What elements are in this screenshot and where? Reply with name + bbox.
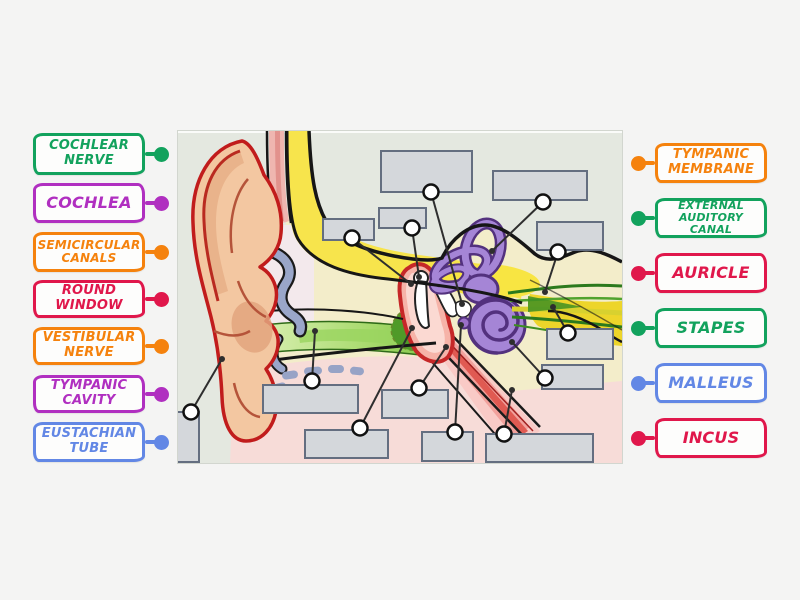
connector-dot xyxy=(630,320,646,336)
connector-dot xyxy=(154,291,169,307)
label-card-cochlear-nerve[interactable]: COCHLEAR NERVE xyxy=(33,133,145,175)
label-text-semicircular-canals: SEMICIRCULAR CANALS xyxy=(37,237,141,265)
label-card-eustachian-tube[interactable]: EUSTACHIAN TUBE xyxy=(33,422,145,462)
label-text-tympanic-membrane: TYMPANIC MEMBRANE xyxy=(667,147,755,177)
connector-stub xyxy=(145,440,162,444)
leader-endpoint-dot xyxy=(509,387,515,393)
leader-endpoint-dot xyxy=(459,301,465,307)
leader-endpoint-dot xyxy=(312,328,318,334)
label-text-malleus: MALLEUS xyxy=(668,373,754,393)
leader-line xyxy=(430,191,463,305)
label-text-eustachian-tube: EUSTACHIAN TUBE xyxy=(41,426,137,456)
leader-line xyxy=(190,358,223,413)
connector-stub xyxy=(145,250,162,254)
anchor-dot xyxy=(536,369,554,387)
label-text-external-auditory-canal: EXTERNAL AUDITORY CANAL xyxy=(678,198,744,237)
leader-endpoint-dot xyxy=(408,281,414,287)
connector-stub xyxy=(145,297,162,301)
anchor-dot xyxy=(351,419,369,437)
label-card-vestibular-nerve[interactable]: VESTIBULAR NERVE xyxy=(33,327,145,365)
anchor-dot xyxy=(534,193,552,211)
leader-endpoint-dot xyxy=(542,289,548,295)
label-card-incus[interactable]: INCUS xyxy=(655,418,767,458)
connector-dot xyxy=(154,195,169,211)
connector-dot xyxy=(154,434,169,450)
connector-dot xyxy=(154,244,169,260)
leader-endpoint-dot xyxy=(409,325,415,331)
label-card-semicircular-canals[interactable]: SEMICIRCULAR CANALS xyxy=(33,232,145,272)
label-text-tympanic-cavity: TYMPANIC CAVITY xyxy=(50,378,128,408)
label-text-cochlea: COCHLEA xyxy=(46,193,132,213)
diagram-panel xyxy=(178,131,622,463)
label-card-tympanic-membrane[interactable]: TYMPANIC MEMBRANE xyxy=(655,143,767,183)
anchor-dot xyxy=(403,219,421,237)
connector-stub xyxy=(638,271,655,275)
connector-dot xyxy=(154,146,169,162)
anchor-dot xyxy=(343,229,361,247)
leader-endpoint-dot xyxy=(509,339,515,345)
label-card-external-auditory-canal[interactable]: EXTERNAL AUDITORY CANAL xyxy=(655,198,767,238)
leader-endpoint-dot xyxy=(489,248,495,254)
leader-endpoint-dot xyxy=(550,304,556,310)
label-text-vestibular-nerve: VESTIBULAR NERVE xyxy=(42,330,136,360)
label-text-stapes: STAPES xyxy=(676,318,746,338)
connector-stub xyxy=(145,201,162,205)
leader-line xyxy=(454,324,462,433)
label-text-round-window: ROUND WINDOW xyxy=(55,283,123,313)
anchor-dot xyxy=(495,425,513,443)
label-card-auricle[interactable]: AURICLE xyxy=(655,253,767,293)
connector-stub xyxy=(145,344,162,348)
anchor-dot xyxy=(549,243,567,261)
connector-dot xyxy=(154,338,169,354)
connector-stub xyxy=(638,216,655,220)
label-card-malleus[interactable]: MALLEUS xyxy=(655,363,767,403)
connector-dot xyxy=(630,430,646,446)
anchor-dot xyxy=(303,372,321,390)
label-text-auricle: AURICLE xyxy=(672,263,750,283)
label-card-stapes[interactable]: STAPES xyxy=(655,308,767,348)
leader-endpoint-dot xyxy=(443,344,449,350)
label-card-tympanic-cavity[interactable]: TYMPANIC CAVITY xyxy=(33,375,145,413)
drop-zone-10[interactable] xyxy=(304,429,389,459)
drop-zone-4[interactable] xyxy=(536,221,604,251)
connector-stub xyxy=(638,381,655,385)
connector-dot xyxy=(630,210,646,226)
anchor-dot xyxy=(446,423,464,441)
anchor-dot xyxy=(410,379,428,397)
connector-dot xyxy=(630,375,646,391)
connector-stub xyxy=(145,392,162,396)
connector-stub xyxy=(638,161,655,165)
drop-zone-overlay xyxy=(178,150,614,463)
leader-line xyxy=(351,237,412,285)
leader-line xyxy=(359,327,413,429)
ear-diagram-illustration xyxy=(191,131,622,463)
drop-zone-7[interactable] xyxy=(262,384,359,414)
leader-line xyxy=(491,201,544,252)
connector-stub xyxy=(638,326,655,330)
connector-dot xyxy=(154,386,169,402)
label-text-cochlear-nerve: COCHLEAR NERVE xyxy=(49,138,129,168)
label-text-incus: INCUS xyxy=(682,428,740,448)
connector-stub xyxy=(638,436,655,440)
connector-dot xyxy=(630,265,646,281)
anchor-dot xyxy=(559,324,577,342)
label-card-round-window[interactable]: ROUND WINDOW xyxy=(33,280,145,318)
anchor-dot xyxy=(422,183,440,201)
drop-zone-5[interactable] xyxy=(546,328,614,360)
anchor-dot xyxy=(182,403,200,421)
label-card-cochlea[interactable]: COCHLEA xyxy=(33,183,145,223)
leader-endpoint-dot xyxy=(219,356,225,362)
connector-dot xyxy=(630,155,646,171)
leader-endpoint-dot xyxy=(416,274,422,280)
connector-stub xyxy=(145,152,162,156)
leader-endpoint-dot xyxy=(458,322,464,328)
